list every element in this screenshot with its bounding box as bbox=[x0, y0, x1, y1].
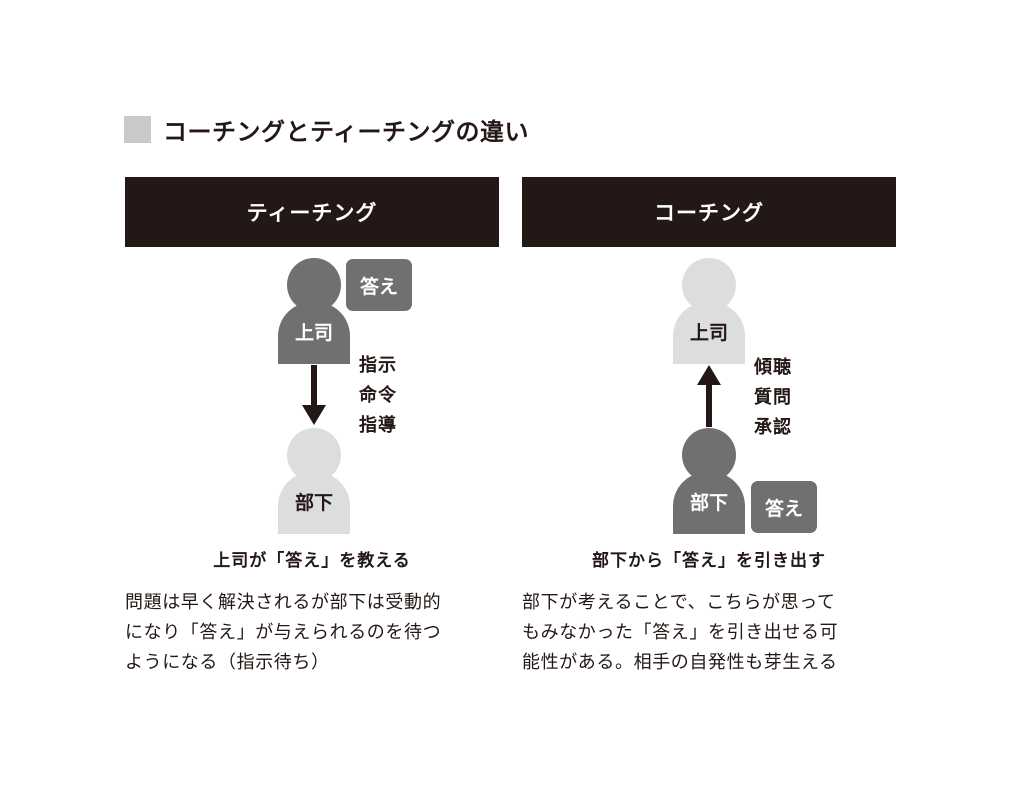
coaching-caption: 部下から「答え」を引き出す bbox=[592, 551, 826, 571]
teaching-answer-box: 答え bbox=[346, 259, 412, 311]
coaching-sub-body: 部下 bbox=[673, 472, 745, 534]
coaching-answer-box: 答え bbox=[751, 481, 817, 533]
teaching-sub-body: 部下 bbox=[278, 472, 350, 534]
coaching-boss-body: 上司 bbox=[673, 302, 745, 364]
teaching-action-3: 指導 bbox=[359, 415, 397, 436]
coaching-action-2: 質問 bbox=[754, 387, 792, 408]
teaching-sub-label: 部下 bbox=[294, 492, 333, 514]
coaching-up-arrow-icon bbox=[697, 365, 721, 427]
coaching-description: 部下が考えることで、こちらが思って もみなかった「答え」を引き出せる可 能性があ… bbox=[522, 588, 902, 678]
teaching-down-arrow-icon bbox=[302, 365, 326, 425]
teaching-boss-body: 上司 bbox=[278, 302, 350, 364]
teaching-description-line-2: になり「答え」が与えられるのを待つ bbox=[125, 622, 442, 643]
page-title: コーチングとティーチングの違い bbox=[163, 118, 530, 146]
coaching-action-1: 傾聴 bbox=[754, 357, 792, 378]
coaching-sub-label: 部下 bbox=[689, 492, 728, 514]
coaching-header: コーチング bbox=[522, 177, 896, 247]
coaching-description-line-3: 能性がある。相手の自発性も芽生える bbox=[522, 652, 838, 673]
coaching-actions: 傾聴 質問 承認 bbox=[754, 353, 792, 443]
teaching-caption: 上司が「答え」を教える bbox=[213, 551, 411, 571]
teaching-action-1: 指示 bbox=[359, 355, 397, 376]
teaching-header: ティーチング bbox=[125, 177, 499, 247]
coaching-answer-label: 答え bbox=[764, 497, 803, 520]
coaching-description-line-2: もみなかった「答え」を引き出せる可 bbox=[522, 622, 839, 643]
title-marker bbox=[124, 116, 151, 143]
coaching-header-label: コーチング bbox=[654, 201, 764, 225]
teaching-description-line-1: 問題は早く解決されるが部下は受動的 bbox=[125, 592, 442, 613]
teaching-answer-label: 答え bbox=[359, 275, 398, 298]
coaching-action-3: 承認 bbox=[754, 417, 792, 438]
teaching-header-label: ティーチング bbox=[246, 201, 378, 225]
teaching-actions: 指示 命令 指導 bbox=[359, 351, 397, 441]
teaching-description: 問題は早く解決されるが部下は受動的 になり「答え」が与えられるのを待つ ようにな… bbox=[125, 588, 505, 678]
teaching-description-line-3: ようになる（指示待ち） bbox=[125, 652, 330, 673]
coaching-description-line-1: 部下が考えることで、こちらが思って bbox=[522, 592, 836, 613]
teaching-action-2: 命令 bbox=[359, 385, 397, 406]
teaching-boss-label: 上司 bbox=[294, 322, 333, 344]
coaching-boss-label: 上司 bbox=[689, 322, 728, 344]
